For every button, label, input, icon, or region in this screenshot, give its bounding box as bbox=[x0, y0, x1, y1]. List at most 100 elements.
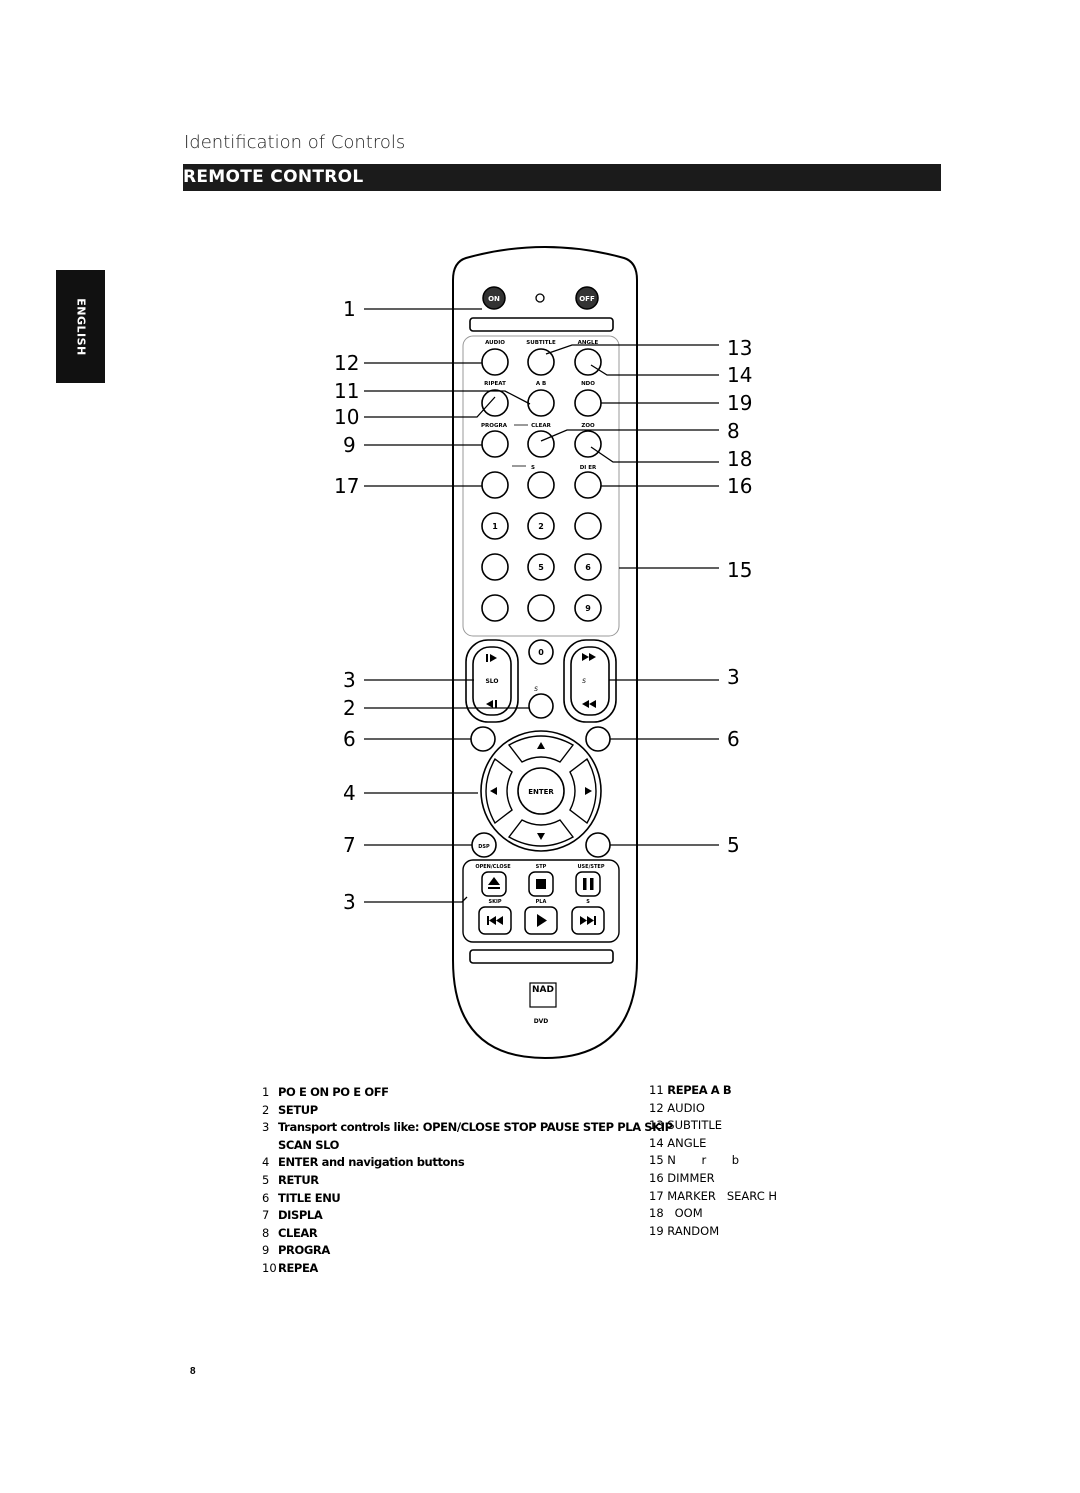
nad-logo bbox=[529, 982, 557, 1008]
audio-label: AUDIO bbox=[485, 340, 505, 346]
numeric-5 bbox=[527, 553, 555, 581]
callout-right-16: 16 bbox=[727, 474, 753, 498]
callout-right-19: 19 bbox=[727, 391, 753, 415]
dimmer-label: DI ER bbox=[580, 465, 597, 471]
setup-button bbox=[528, 693, 554, 719]
callout-left-1: 1 bbox=[343, 297, 356, 321]
skip-back-icon bbox=[487, 916, 503, 925]
eject-icon bbox=[488, 877, 500, 889]
legend-item: 14 ANGLE bbox=[649, 1135, 707, 1150]
function-buttons bbox=[481, 348, 602, 665]
section-bar: REMOTE CONTROL bbox=[183, 164, 941, 191]
right-leader-lines bbox=[540, 344, 719, 846]
numeric-9 bbox=[574, 594, 602, 622]
top-slot bbox=[469, 317, 614, 332]
callout-left-7: 7 bbox=[343, 833, 356, 857]
numeric-4 bbox=[481, 553, 509, 581]
bottom-slot bbox=[469, 949, 614, 964]
numeric-1 bbox=[481, 512, 509, 540]
callout-left-12: 12 bbox=[334, 351, 360, 375]
numeric-7 bbox=[481, 594, 509, 622]
skip-forward-icon bbox=[580, 916, 596, 925]
random-button bbox=[574, 389, 602, 417]
callout-left-3b: 3 bbox=[343, 890, 356, 914]
clear-label: CLEAR bbox=[531, 423, 552, 429]
numeric-6 bbox=[574, 553, 602, 581]
section-title: Identification of Controls bbox=[184, 132, 406, 153]
open-close-label: OPEN/CLOSE bbox=[475, 864, 511, 870]
return-button bbox=[585, 726, 611, 752]
pause-icon bbox=[583, 878, 594, 890]
fast-forward-icon bbox=[582, 653, 596, 661]
display-label: DSP bbox=[478, 844, 490, 850]
up-arrow-icon bbox=[537, 742, 545, 749]
numeric-6-label: 6 bbox=[585, 563, 591, 572]
enter-label: ENTER bbox=[528, 788, 554, 796]
legend-item: 19 RANDOM bbox=[649, 1223, 720, 1238]
zoom-button bbox=[574, 430, 602, 458]
numeric-2 bbox=[527, 512, 555, 540]
callout-left-3a: 3 bbox=[343, 668, 356, 692]
subtitle-label: SUBTITLE bbox=[526, 340, 556, 346]
numeric-5-label: 5 bbox=[538, 563, 544, 572]
on-button bbox=[482, 286, 506, 310]
callout-left-4: 4 bbox=[343, 781, 356, 805]
callout-left-10: 10 bbox=[334, 405, 360, 429]
off-button bbox=[575, 286, 599, 310]
setup-label: S bbox=[534, 686, 538, 693]
program-label: PROGRA bbox=[481, 423, 508, 429]
ab-button bbox=[527, 389, 555, 417]
ab-label: A B bbox=[536, 381, 546, 387]
legend-item: 16 DIMMER bbox=[649, 1170, 715, 1185]
callout-left-17: 17 bbox=[334, 474, 360, 498]
numeric-0-label: 0 bbox=[538, 648, 544, 657]
language-tab: ENGLISH bbox=[56, 270, 105, 383]
legend-item: SCAN SLO bbox=[278, 1137, 340, 1152]
subtitle-button bbox=[527, 348, 555, 376]
legend-item: 15 N r b bbox=[649, 1153, 740, 1168]
standby-led bbox=[535, 293, 545, 303]
return-button-lower bbox=[585, 832, 611, 858]
model-label: DVD bbox=[534, 1018, 549, 1025]
angle-label: ANGLE bbox=[578, 340, 599, 346]
repeat-label: RIPEAT bbox=[484, 381, 506, 387]
callout-left-9: 9 bbox=[343, 433, 356, 457]
slow-forward-icon bbox=[486, 654, 497, 662]
random-label: NDO bbox=[581, 381, 595, 387]
legend-item: 11 REPEA A B bbox=[649, 1083, 732, 1097]
callout-right-5: 5 bbox=[727, 833, 740, 857]
legend-item: 12 AUDIO bbox=[649, 1100, 705, 1115]
page-number: 8 bbox=[190, 1366, 196, 1377]
dimmer-button bbox=[574, 471, 602, 499]
fast-reverse-icon bbox=[582, 700, 596, 708]
right-arrow-icon bbox=[585, 787, 592, 795]
slow-reverse-icon bbox=[486, 700, 497, 708]
callout-right-18: 18 bbox=[727, 447, 753, 471]
pause-button bbox=[575, 871, 601, 897]
nav-left-button bbox=[485, 757, 513, 825]
brand-label: NAD bbox=[532, 985, 554, 995]
numeric-9-label: 9 bbox=[585, 604, 591, 613]
callout-left-11: 11 bbox=[334, 379, 360, 403]
title-menu-button bbox=[470, 726, 496, 752]
skip-label: SKIP bbox=[488, 899, 501, 905]
nav-up-button bbox=[507, 735, 575, 763]
stop-label: STP bbox=[536, 864, 547, 870]
bar-title: REMOTE CONTROL bbox=[183, 167, 364, 187]
legend-item: 13 SUBTITLE bbox=[649, 1118, 723, 1133]
angle-button bbox=[574, 348, 602, 376]
down-arrow-icon bbox=[537, 833, 545, 840]
nav-down-button bbox=[507, 819, 575, 847]
play-label: PLA bbox=[536, 899, 547, 905]
callout-right-15: 15 bbox=[727, 558, 753, 582]
scan-label-transport: S bbox=[586, 899, 590, 905]
numeric-0 bbox=[528, 639, 554, 665]
legend-item: 17 MARKER SEARC H bbox=[649, 1188, 778, 1203]
